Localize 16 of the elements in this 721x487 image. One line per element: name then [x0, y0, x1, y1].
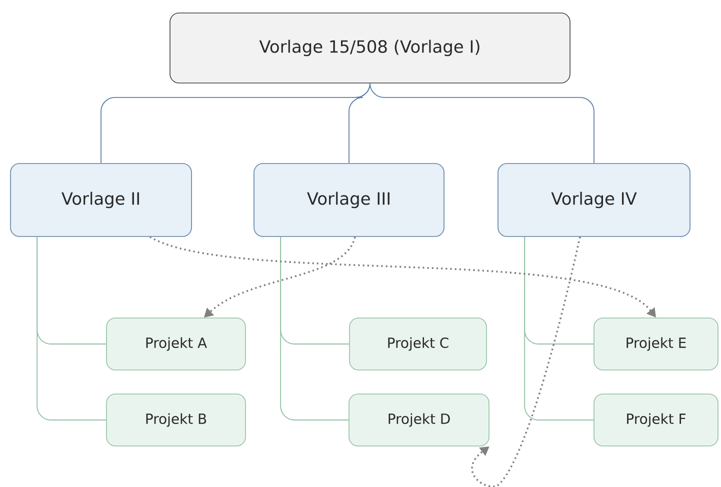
connector-line: [524, 236, 594, 420]
connector-line: [280, 236, 350, 420]
topic-box: Vorlage II: [10, 163, 192, 237]
root-box: Vorlage 15/508 (Vorlage I): [170, 12, 570, 84]
subtopic-box: Projekt F: [594, 394, 718, 446]
subtopic-box: Projekt D: [348, 394, 490, 446]
dotted-arrow: [471, 236, 581, 487]
subtopic-box: Projekt B: [106, 394, 246, 446]
subtopic-box: Projekt A: [106, 318, 246, 370]
topic-box: Vorlage III: [254, 163, 444, 237]
connector-line: [348, 82, 370, 164]
connector-line: [370, 82, 594, 164]
topic-box: Vorlage IV: [498, 163, 690, 237]
connector-line: [36, 236, 107, 420]
subtopic-box: Projekt E: [594, 318, 718, 370]
subtopic-box: Projekt C: [349, 318, 487, 370]
